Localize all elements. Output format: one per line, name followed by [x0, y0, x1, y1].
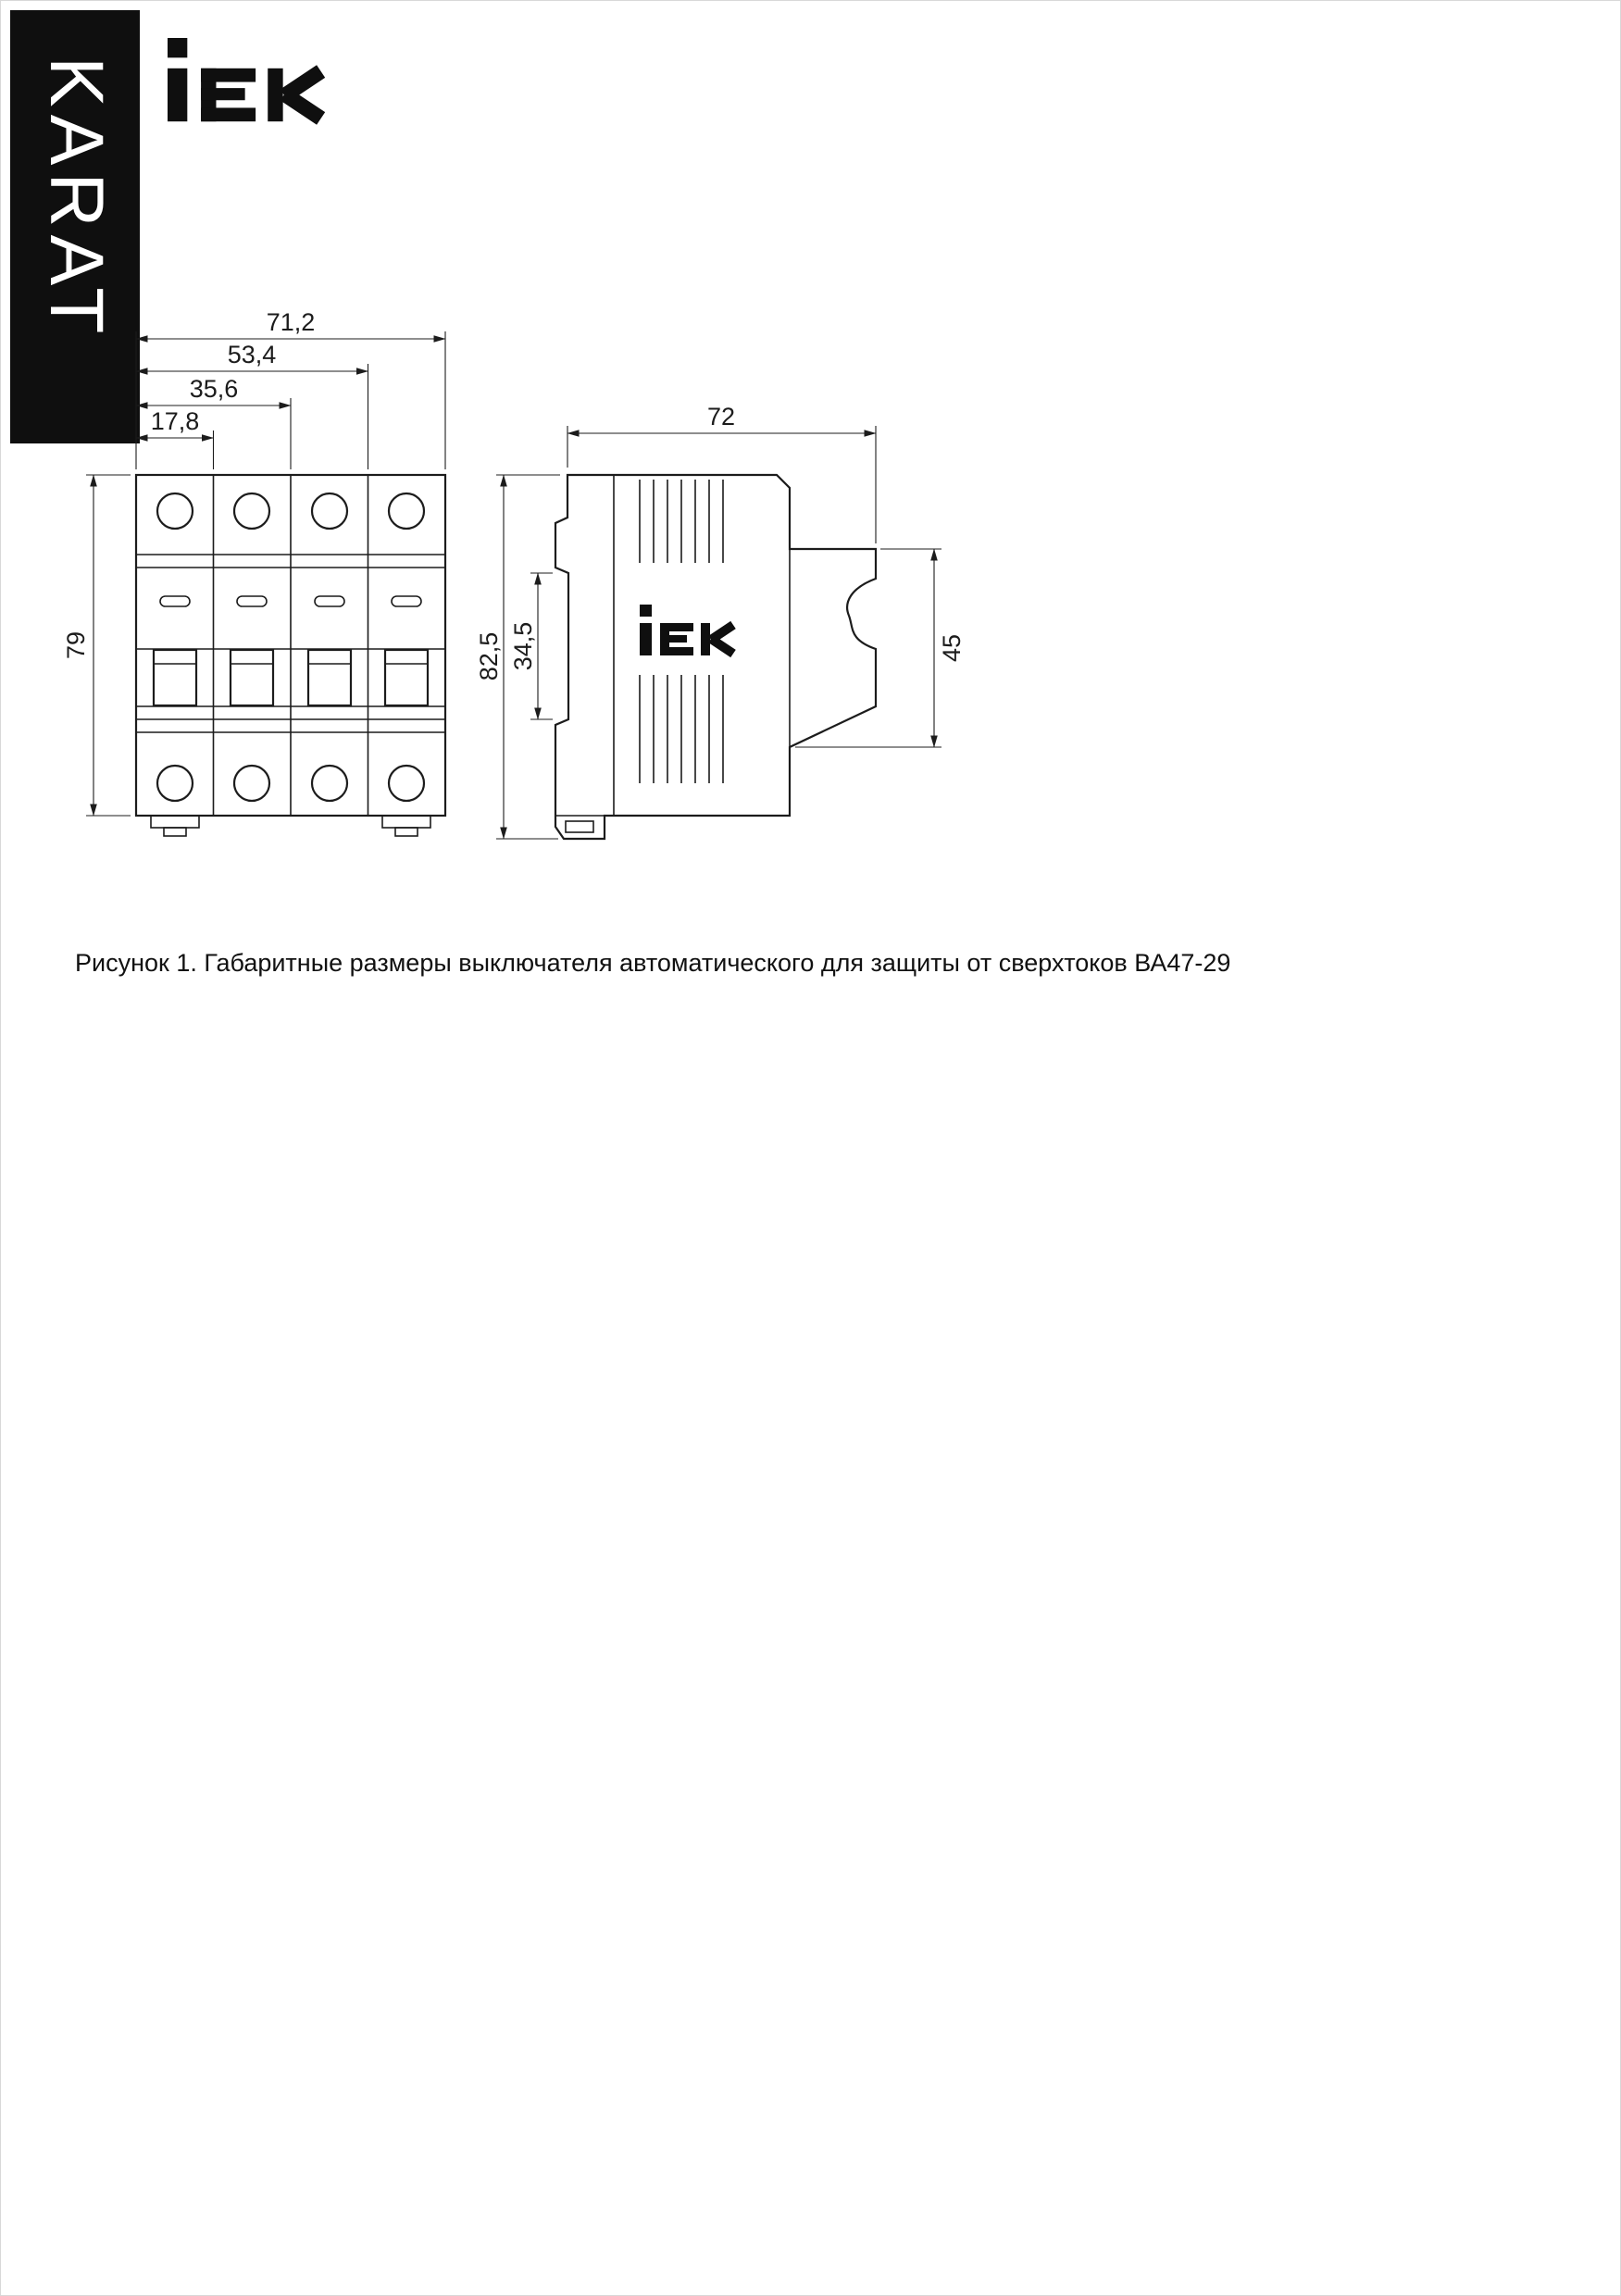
- iek-logo-icon: [168, 38, 321, 121]
- breaker-body-side-outline: [554, 473, 878, 841]
- front-panel-lines: [136, 554, 445, 733]
- figure-caption: Рисунок 1. Габаритные размеры выключател…: [75, 949, 1230, 977]
- top-terminal-screws: [156, 492, 426, 530]
- module-divider-lines: [212, 475, 369, 816]
- indicator-windows: [159, 595, 422, 607]
- series-name-label: KARAT: [34, 56, 118, 341]
- front-view: [134, 473, 447, 837]
- din-clip-spring: [565, 820, 594, 833]
- dim-label-height: 79: [62, 631, 90, 659]
- dim-label-front-height: 45: [938, 634, 966, 662]
- lower-ribs: [639, 675, 724, 783]
- side-view-dimensions: 72 82,5 34,5 45: [475, 403, 966, 840]
- iek-logo-embossed-icon: [640, 605, 733, 655]
- side-view: [554, 473, 878, 841]
- dim-label-three-modules: 53,4: [228, 341, 277, 368]
- extension-lines-top: [135, 331, 446, 469]
- dim-label-total-width: 71,2: [267, 308, 316, 336]
- dim-label-total-height: 82,5: [475, 632, 503, 681]
- dim-label-one-module: 17,8: [151, 407, 200, 435]
- dim-label-two-modules: 35,6: [190, 375, 239, 403]
- din-clips-front: [150, 815, 431, 837]
- toggle-handles: [152, 648, 430, 707]
- dim-label-depth: 72: [707, 403, 735, 430]
- upper-ribs: [639, 480, 724, 563]
- extension-lines-groove: [530, 572, 553, 720]
- banner-background: [10, 10, 140, 443]
- extension-lines-front-height: [795, 548, 941, 748]
- bottom-terminal-screws: [156, 764, 426, 803]
- dim-label-din-groove: 34,5: [509, 622, 537, 671]
- extension-lines-left: [86, 474, 131, 817]
- brand-banner: KARAT: [10, 10, 140, 443]
- front-view-dimensions: 71,2 53,4 35,6 17,8 79: [62, 308, 446, 817]
